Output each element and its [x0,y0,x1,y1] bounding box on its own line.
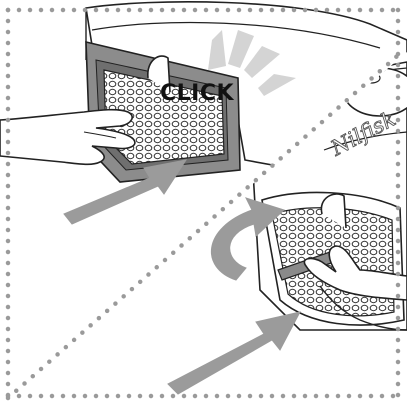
insert-arrow-icon-lower [168,312,300,394]
click-label: CLICK [160,81,234,106]
